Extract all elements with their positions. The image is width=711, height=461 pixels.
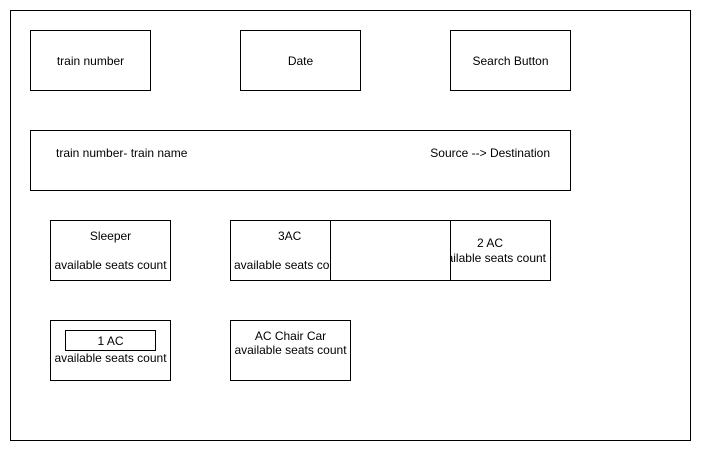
search-button[interactable]: Search Button: [450, 30, 571, 91]
date-label: Date: [287, 53, 314, 68]
class-card-sleeper[interactable]: Sleeper available seats count: [50, 220, 171, 281]
search-button-label: Search Button: [472, 53, 549, 68]
seats-count-1ac: available seats count: [54, 351, 167, 365]
seats-count-2ac: available seats count: [451, 251, 546, 265]
train-number-input[interactable]: train number: [30, 30, 151, 91]
empty-class-card: [330, 220, 451, 281]
class-card-3ac[interactable]: 3AC available seats count: [230, 220, 331, 281]
date-input[interactable]: Date: [240, 30, 361, 91]
class-card-2ac[interactable]: 2 AC available seats count: [450, 220, 551, 281]
class-name-3ac: 3AC: [278, 229, 302, 243]
class-name-sleeper: Sleeper: [89, 229, 132, 243]
class-card-1ac[interactable]: 1 AC available seats count: [50, 320, 171, 381]
train-number-name: train number- train name: [56, 146, 188, 160]
class-name-2ac: 2 AC: [477, 236, 504, 250]
class-name-chair-car: AC Chair Car: [254, 329, 327, 343]
train-result-card[interactable]: train number- train name Source --> Dest…: [30, 130, 571, 191]
seats-count-3ac: available seats count: [234, 258, 330, 272]
source-destination: Source --> Destination: [430, 146, 550, 160]
seats-count-chair-car: available seats count: [234, 343, 347, 357]
seats-count-sleeper: available seats count: [54, 258, 167, 272]
class-name-1ac: 1 AC: [97, 333, 124, 348]
train-number-label: train number: [56, 53, 125, 68]
class-name-1ac-box: 1 AC: [65, 330, 156, 351]
class-card-chair-car[interactable]: AC Chair Car available seats count: [230, 320, 351, 381]
